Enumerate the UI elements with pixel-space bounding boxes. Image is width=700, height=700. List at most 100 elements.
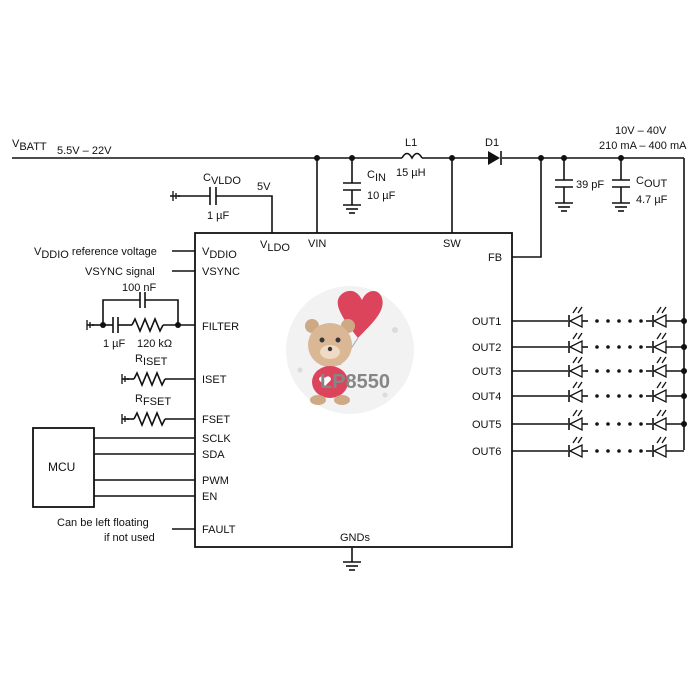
continuation-dot <box>628 394 632 398</box>
pin-out1: OUT1 <box>472 316 501 328</box>
cout-value: 4.7 µF <box>636 194 668 206</box>
continuation-dot <box>617 319 621 323</box>
continuation-dot <box>606 345 610 349</box>
led-1-1-icon <box>568 313 583 329</box>
vbatt-range-label: 5.5V – 22V <box>57 145 112 157</box>
fb-wire <box>512 158 542 258</box>
teddy-bear-watermark: LP8550 <box>286 286 414 414</box>
cin-label: CIN <box>367 169 386 184</box>
pin-out5: OUT5 <box>472 419 501 431</box>
pin-out6: OUT6 <box>472 446 501 458</box>
continuation-dot <box>595 319 599 323</box>
continuation-dot <box>617 422 621 426</box>
continuation-dot <box>595 394 599 398</box>
led-1-2-icon <box>652 313 667 329</box>
fault-note-line2: if not used <box>104 532 155 544</box>
pin-fault: FAULT <box>202 524 236 536</box>
led-4-1-icon <box>568 388 583 404</box>
d1-name: D1 <box>485 137 499 149</box>
led-strings <box>512 306 687 459</box>
continuation-dot <box>595 449 599 453</box>
pin-vsync: VSYNC <box>202 266 240 278</box>
pin-en: EN <box>202 491 217 503</box>
cout-label: COUT <box>636 175 667 190</box>
pin-out4: OUT4 <box>472 391 501 403</box>
led-3-1-icon <box>568 363 583 379</box>
continuation-dot <box>639 449 643 453</box>
vsync-signal-note: VSYNC signal <box>85 266 155 278</box>
continuation-dot <box>606 449 610 453</box>
l1-name: L1 <box>405 137 417 149</box>
led-5-2-icon <box>652 416 667 432</box>
continuation-dot <box>628 345 632 349</box>
pin-filter: FILTER <box>202 321 239 333</box>
continuation-dot <box>617 369 621 373</box>
output-current-label: 210 mA – 400 mA <box>599 140 687 152</box>
watermark-chip-label: LP8550 <box>320 371 390 393</box>
vbatt-label: VBATT <box>12 138 47 153</box>
cvldo-value: 1 µF <box>207 210 230 222</box>
pin-out2: OUT2 <box>472 342 501 354</box>
diode-d1-icon <box>488 151 502 165</box>
riset-resistor-icon <box>121 370 195 388</box>
led-2-1-icon <box>568 339 583 355</box>
continuation-dot <box>617 345 621 349</box>
continuation-dot <box>617 394 621 398</box>
pin-out3: OUT3 <box>472 366 501 378</box>
pin-vin: VIN <box>308 238 326 250</box>
cvldo-capacitor-icon <box>170 187 273 233</box>
continuation-dot <box>606 394 610 398</box>
fault-note-line1: Can be left floating <box>57 517 149 529</box>
led-5-1-icon <box>568 416 583 432</box>
continuation-dot <box>639 394 643 398</box>
vldo-level-label: 5V <box>257 181 271 193</box>
pin-iset: ISET <box>202 374 227 386</box>
continuation-dot <box>639 422 643 426</box>
c39pf-value: 39 pF <box>576 179 604 191</box>
filter-cap-left-value: 1 µF <box>103 338 126 350</box>
led-2-2-icon <box>652 339 667 355</box>
continuation-dot <box>595 422 599 426</box>
continuation-dot <box>606 319 610 323</box>
led-6-2-icon <box>652 443 667 459</box>
pin-fb: FB <box>488 252 502 264</box>
continuation-dot <box>628 422 632 426</box>
riset-label: RISET <box>135 353 168 368</box>
continuation-dot <box>639 345 643 349</box>
mcu-block <box>32 427 95 508</box>
filter-network <box>86 292 195 334</box>
pin-vldo: VLDO <box>260 239 290 254</box>
cin-capacitor-icon <box>343 158 361 214</box>
pin-gnds: GNDs <box>340 532 370 544</box>
continuation-dot <box>595 345 599 349</box>
cin-value: 10 µF <box>367 190 396 202</box>
continuation-dot <box>628 369 632 373</box>
pin-fset: FSET <box>202 414 230 426</box>
pin-sw: SW <box>443 238 461 250</box>
filter-cap-top-value: 100 nF <box>122 282 157 294</box>
continuation-dot <box>606 369 610 373</box>
led-6-1-icon <box>568 443 583 459</box>
continuation-dot <box>639 369 643 373</box>
continuation-dot <box>606 422 610 426</box>
ground-icon <box>343 547 361 571</box>
continuation-dot <box>617 449 621 453</box>
pin-sclk: SCLK <box>202 433 231 445</box>
continuation-dot <box>628 449 632 453</box>
cvldo-label: CVLDO <box>203 172 241 187</box>
pin-pwm: PWM <box>202 475 229 487</box>
pin-vddio: VDDIO <box>202 246 237 261</box>
continuation-dot <box>639 319 643 323</box>
pin-sda: SDA <box>202 449 225 461</box>
continuation-dot <box>595 369 599 373</box>
lp8550-ic-body <box>194 232 513 548</box>
led-3-2-icon <box>652 363 667 379</box>
vddio-reference-note: VDDIO reference voltage <box>34 246 157 261</box>
l1-value: 15 µH <box>396 167 426 179</box>
led-4-2-icon <box>652 388 667 404</box>
cout-capacitor-icon <box>612 158 630 212</box>
continuation-dot <box>628 319 632 323</box>
c39pf-capacitor-icon <box>555 158 573 212</box>
rfset-label: RFSET <box>135 393 171 408</box>
